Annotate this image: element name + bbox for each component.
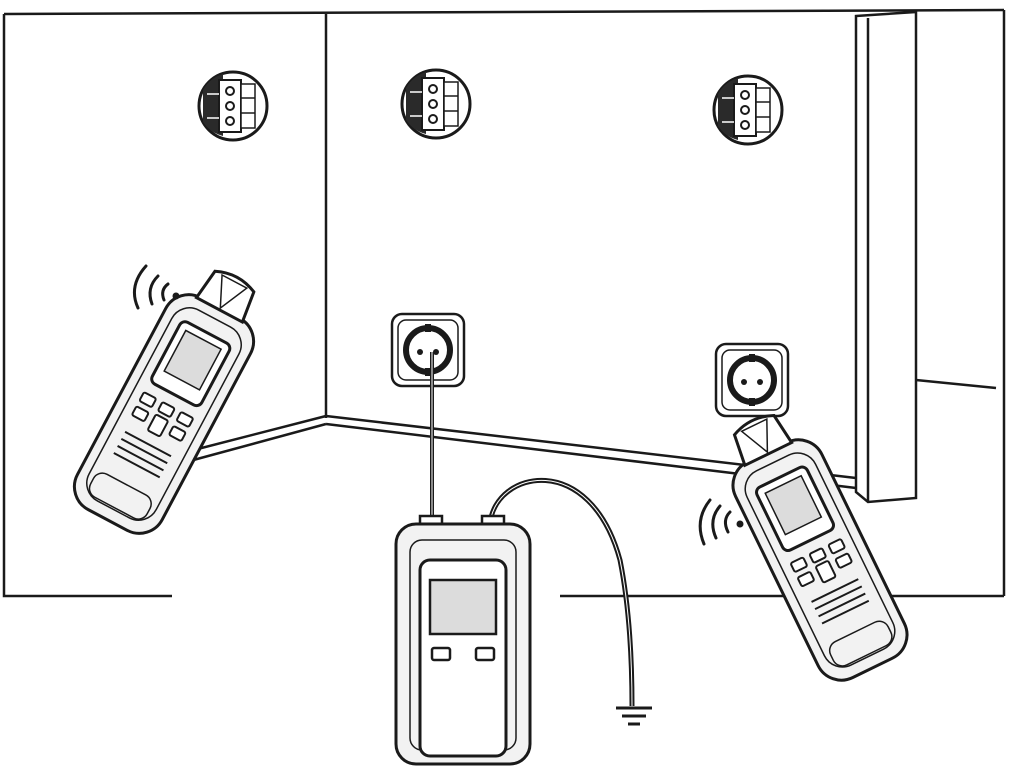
socket-connected [392, 314, 464, 386]
socket-right [716, 344, 788, 416]
junction-box-right [712, 74, 784, 146]
receiver-left [63, 253, 281, 544]
wall-top-edge [3, 8, 1005, 16]
floor-left-edge [185, 414, 327, 454]
signal-waves-icon [132, 264, 180, 310]
receiver-right [698, 398, 918, 691]
floor-left-edge-lower [185, 422, 327, 464]
ground-lead [487, 477, 635, 707]
left-wall-outline [2, 14, 172, 598]
receiver-probe-icon [63, 253, 281, 544]
transmitter-device-icon [394, 514, 532, 766]
junction-box-left [197, 70, 269, 142]
signal-waves-icon [698, 498, 744, 546]
door-frame [854, 10, 997, 504]
junction-box-middle [400, 68, 472, 140]
ground-symbol-icon [616, 706, 652, 726]
room-walls [2, 8, 1006, 598]
